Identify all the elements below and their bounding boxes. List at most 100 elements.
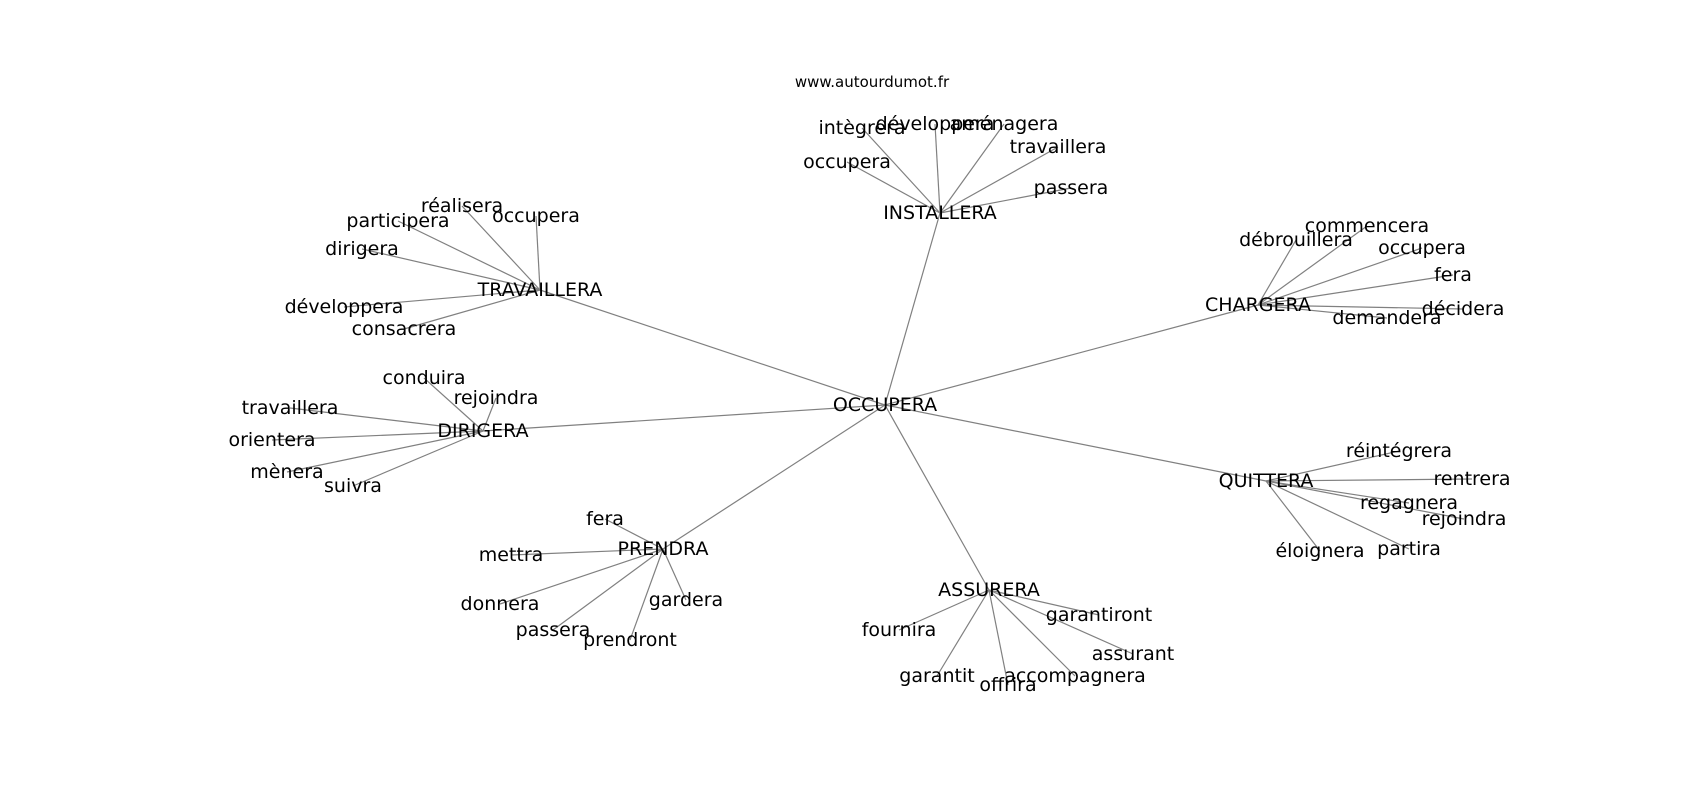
leaf-node-label: dirigera (325, 238, 399, 260)
hub-node-label: ASSURERA (938, 579, 1040, 601)
edge-hub-to-leaf (988, 589, 1076, 677)
edge-center-to-hub (884, 404, 1267, 482)
leaf-node-label: rejoindra (1422, 508, 1507, 530)
edge-hub-to-leaf (343, 289, 541, 308)
leaf-node-label: rentrera (1433, 468, 1510, 490)
edge-hub-to-leaf (662, 548, 687, 601)
edge-hub-to-leaf (1257, 239, 1297, 306)
leaf-node-label: réalisera (421, 195, 503, 217)
edge-center-to-hub (884, 404, 990, 591)
edge-hub-to-leaf (499, 548, 664, 605)
leaf-node-label: décidera (1422, 298, 1505, 320)
leaf-node-label: donnera (461, 593, 540, 615)
leaf-node-label: garantit (899, 665, 974, 687)
leaf-node-label: travaillera (242, 397, 339, 419)
hub-node-label: INSTALLERA (883, 202, 997, 224)
leaf-node-label: mènera (250, 461, 323, 483)
edge-hub-to-leaf (1257, 247, 1423, 306)
hub-node-label: QUITTERA (1219, 470, 1314, 492)
leaf-node-label: mettra (479, 544, 544, 566)
edge-hub-to-leaf (934, 123, 941, 214)
leaf-node-label: aménagera (950, 113, 1059, 135)
edge-hub-to-leaf (988, 589, 1134, 655)
leaf-node-label: fera (1434, 264, 1472, 286)
source-label: www.autourdumot.fr (795, 73, 950, 91)
leaf-node-label: accompagnera (1004, 665, 1146, 687)
leaf-node-label: gardera (649, 589, 723, 611)
hub-node-label: TRAVAILLERA (477, 279, 603, 301)
leaf-node-label: participera (346, 210, 449, 232)
edge-hub-to-leaf (898, 589, 990, 631)
leaf-node-label: intègrera (818, 117, 905, 139)
hub-node-label: DIRIGERA (437, 420, 528, 442)
edge-hub-to-leaf (939, 123, 1005, 214)
leaf-node-label: occupera (492, 205, 580, 227)
edge-center-to-hub (884, 304, 1259, 406)
leaf-node-label: regagnera (1360, 492, 1458, 514)
edge-hub-to-leaf (846, 161, 941, 214)
leaf-node-label: assurant (1092, 643, 1174, 665)
edge-hub-to-leaf (1265, 478, 1473, 482)
edge-hub-to-leaf (861, 127, 941, 214)
leaf-node-label: fera (586, 508, 624, 530)
edges-layer (271, 123, 1473, 686)
hub-node-label: CHARGERA (1205, 294, 1311, 316)
edge-hub-to-leaf (1265, 480, 1410, 504)
leaf-node-label: prendront (583, 629, 677, 651)
leaf-node-label: partira (1377, 538, 1441, 560)
hub-node-label: PRENDRA (618, 538, 709, 560)
edge-hub-to-leaf (352, 430, 484, 487)
leaf-node-label: rejoindra (454, 387, 539, 409)
leaf-node-label: développera (876, 113, 995, 135)
edge-hub-to-leaf (482, 397, 497, 432)
leaf-node-label: conduira (383, 367, 466, 389)
leaf-node-label: demandera (1332, 307, 1441, 329)
edge-hub-to-leaf (403, 289, 541, 330)
leaf-node-label: orientera (228, 429, 315, 451)
edge-hub-to-leaf (461, 205, 541, 291)
edge-hub-to-leaf (939, 187, 1072, 214)
edge-hub-to-leaf (936, 589, 990, 677)
edge-hub-to-leaf (939, 146, 1059, 214)
leaf-node-label: réintégrera (1346, 440, 1452, 462)
leaf-node-label: débrouillera (1239, 229, 1353, 251)
edge-hub-to-leaf (1257, 274, 1454, 306)
edge-center-to-hub (662, 404, 886, 550)
edge-hub-to-leaf (286, 430, 484, 473)
center-node-label: OCCUPERA (833, 394, 937, 416)
edge-hub-to-leaf (397, 220, 541, 291)
leaf-node-label: travaillera (1010, 136, 1107, 158)
edge-hub-to-leaf (1265, 480, 1410, 550)
edge-hub-to-leaf (1265, 450, 1400, 482)
edge-hub-to-leaf (1265, 480, 1465, 520)
leaf-node-label: développera (285, 296, 404, 318)
edge-hub-to-leaf (604, 518, 664, 550)
edge-hub-to-leaf (361, 248, 541, 291)
edge-hub-to-leaf (535, 215, 541, 291)
edge-hub-to-leaf (289, 407, 484, 432)
leaf-node-label: éloignera (1275, 540, 1364, 562)
edge-hub-to-leaf (1257, 304, 1464, 310)
leaf-node-label: offrira (979, 674, 1036, 696)
leaf-node-label: suivra (324, 475, 382, 497)
edge-hub-to-leaf (629, 548, 664, 641)
edge-hub-to-leaf (1257, 304, 1388, 319)
leaf-node-label: consacrera (352, 318, 457, 340)
edge-hub-to-leaf (271, 430, 484, 441)
edge-center-to-hub (539, 289, 886, 406)
leaf-node-label: occupera (803, 151, 891, 173)
edge-center-to-hub (884, 212, 941, 406)
leaf-node-label: commencera (1305, 215, 1429, 237)
edge-center-to-hub (482, 404, 886, 432)
edge-hub-to-leaf (1257, 225, 1368, 306)
edge-hub-to-leaf (552, 548, 664, 631)
leaf-node-label: passera (516, 619, 591, 641)
edge-hub-to-leaf (1265, 480, 1321, 552)
leaf-node-label: passera (1034, 177, 1109, 199)
edge-hub-to-leaf (988, 589, 1100, 616)
leaf-node-label: occupera (1378, 237, 1466, 259)
edge-hub-to-leaf (423, 377, 484, 432)
leaf-node-label: garantiront (1046, 604, 1152, 626)
